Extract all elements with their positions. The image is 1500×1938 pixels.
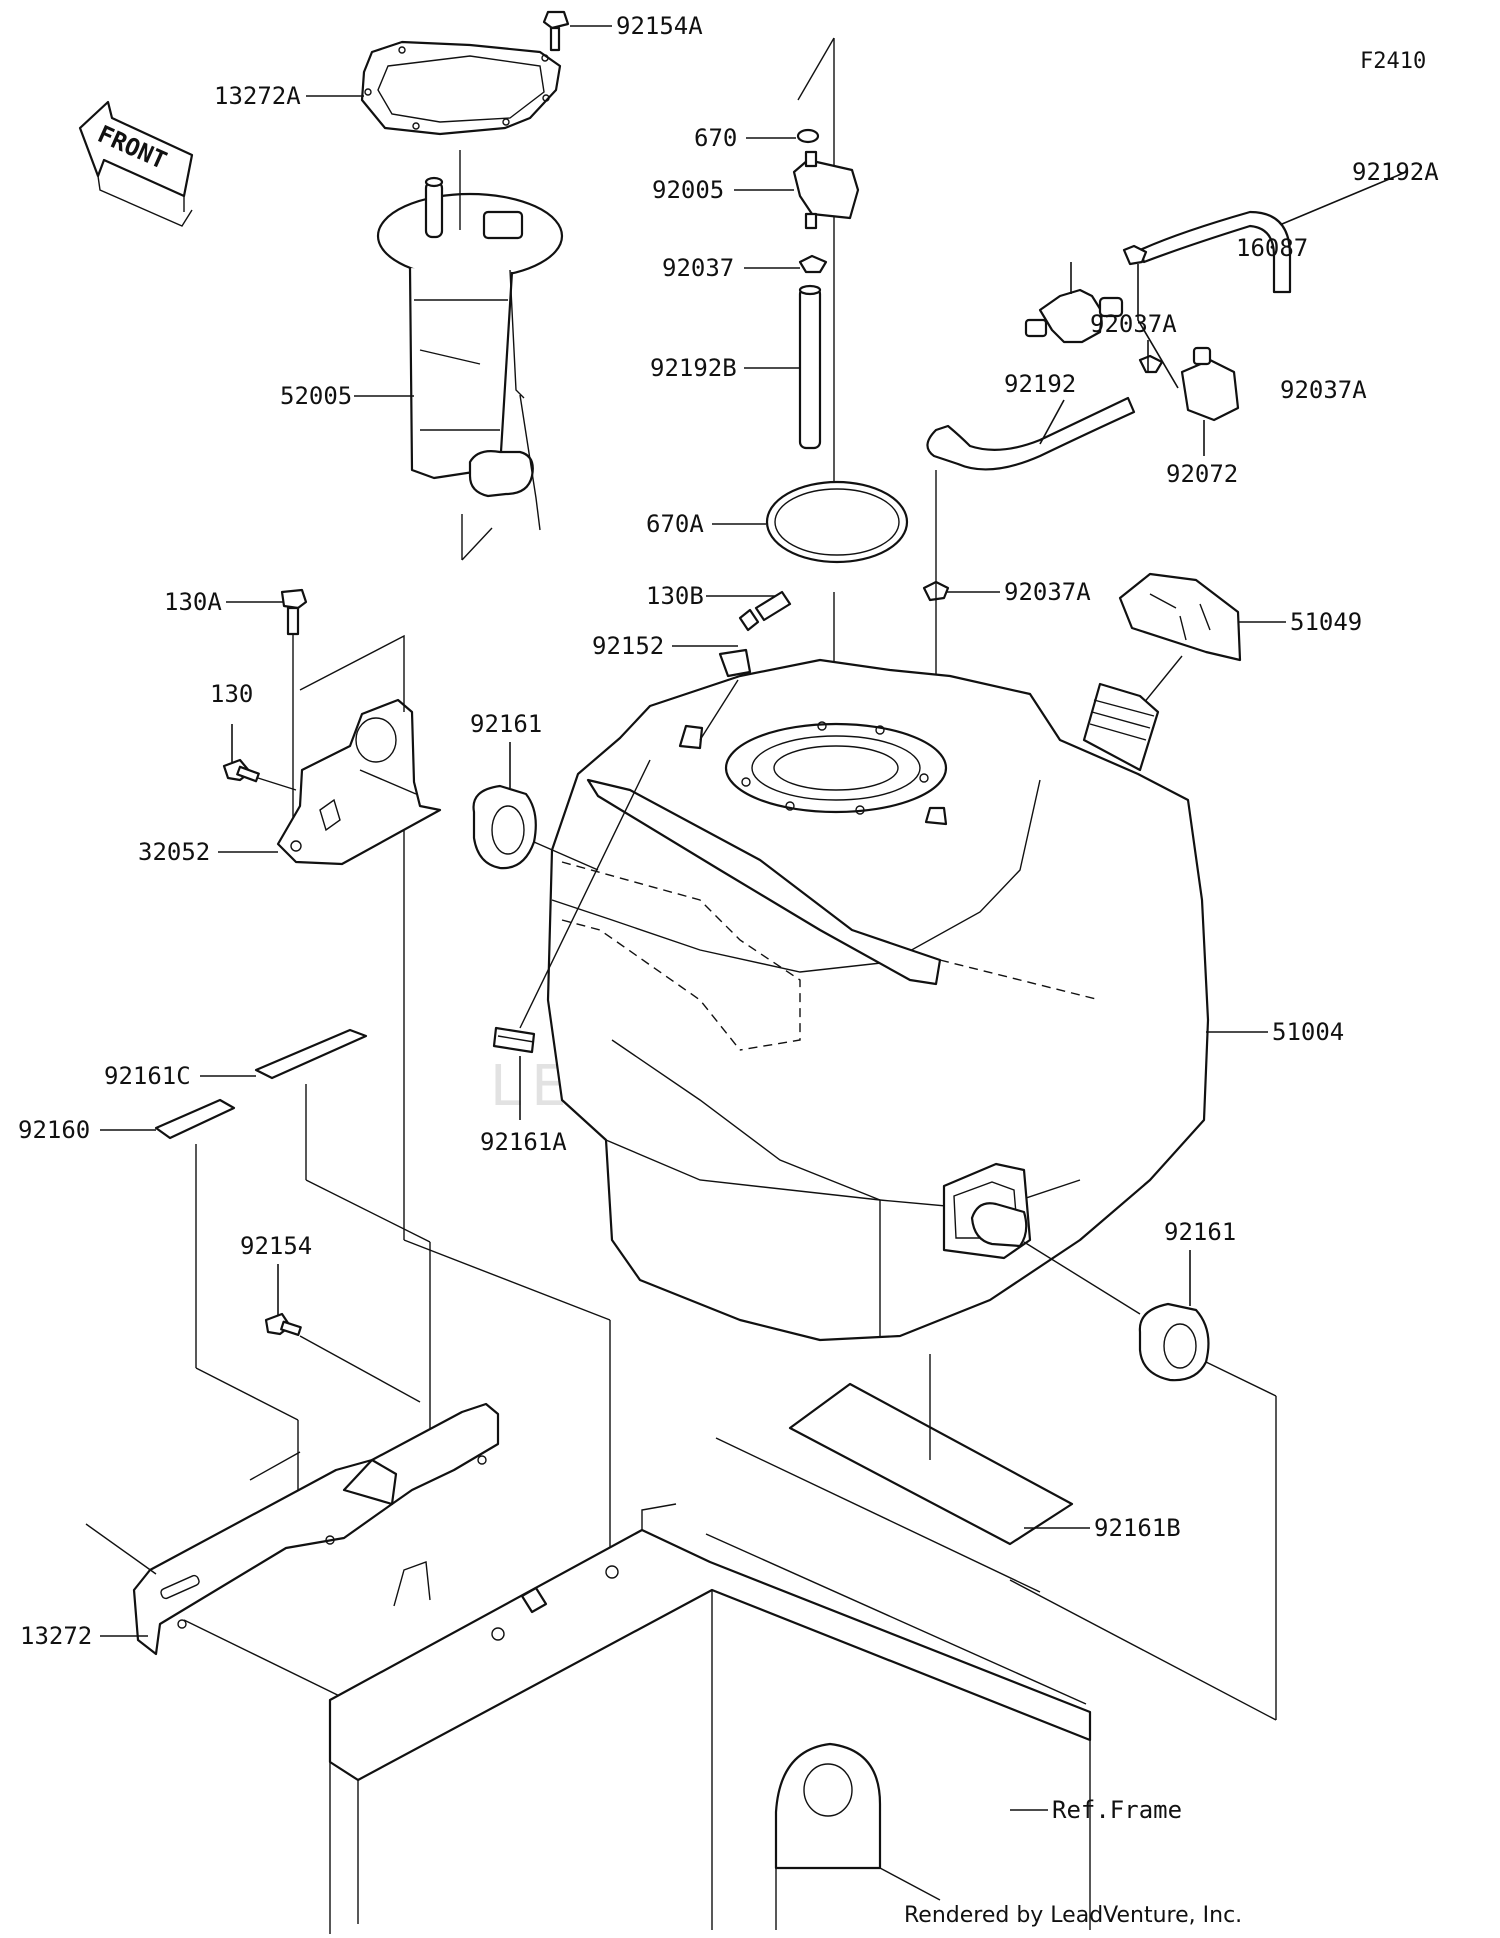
callout-92161A[interactable]: 92161A — [480, 1128, 567, 1156]
clip-92152 — [718, 648, 752, 678]
gasket-bolt — [542, 10, 570, 52]
callout-130A[interactable]: 130A — [164, 588, 222, 616]
valve-92005 — [792, 150, 860, 230]
joint-92072 — [1180, 346, 1240, 422]
callout-92037[interactable]: 92037 — [662, 254, 734, 282]
callout-92154[interactable]: 92154 — [240, 1232, 312, 1260]
o-ring-670A — [765, 480, 909, 564]
callout-52005[interactable]: 52005 — [280, 382, 352, 410]
fuel-pump-assembly — [376, 150, 564, 561]
callout-ref-frame[interactable]: Ref.Frame — [1052, 1796, 1182, 1824]
pad-92160 — [154, 1098, 236, 1140]
clamp-92037 — [798, 254, 828, 274]
callout-92160[interactable]: 92160 — [18, 1116, 90, 1144]
bolt-92154 — [264, 1312, 302, 1336]
pad-92161C — [254, 1028, 368, 1080]
bracket-32052 — [276, 698, 442, 866]
callout-92161C[interactable]: 92161C — [104, 1062, 191, 1090]
pad-92161A — [492, 1026, 536, 1054]
valve-16087 — [1024, 288, 1124, 344]
frame-ref — [328, 1503, 1092, 1934]
callout-670A[interactable]: 670A — [646, 510, 704, 538]
callout-92152[interactable]: 92152 — [592, 632, 664, 660]
callout-92192[interactable]: 92192 — [1004, 370, 1076, 398]
bolt-130B — [738, 590, 792, 632]
callout-51049[interactable]: 51049 — [1290, 608, 1362, 636]
callout-130[interactable]: 130 — [210, 680, 253, 708]
callout-92192A[interactable]: 92192A — [1352, 158, 1439, 186]
callout-92037A-right[interactable]: 92037A — [1280, 376, 1367, 404]
clamp-92037A-left — [1138, 354, 1164, 374]
callout-92154A[interactable]: 92154A — [616, 12, 703, 40]
callout-16087[interactable]: 16087 — [1236, 234, 1308, 262]
fuel-tank-51004 — [546, 658, 1210, 1342]
callout-92072[interactable]: 92072 — [1166, 460, 1238, 488]
callout-92161-lower[interactable]: 92161 — [1164, 1218, 1236, 1246]
callout-13272[interactable]: 13272 — [20, 1622, 92, 1650]
callout-92161-upper[interactable]: 92161 — [470, 710, 542, 738]
hose-92192 — [926, 396, 1136, 471]
callout-92192B[interactable]: 92192B — [650, 354, 737, 382]
front-arrow-icon: FRONT — [78, 100, 194, 227]
fuel-pump-gasket — [360, 40, 562, 136]
callout-130B[interactable]: 130B — [646, 582, 704, 610]
o-ring-670 — [796, 128, 820, 144]
grommet-92161-upper — [472, 784, 537, 870]
callout-92161B[interactable]: 92161B — [1094, 1514, 1181, 1542]
bracket-13272 — [132, 1402, 500, 1656]
callout-92037A-lower[interactable]: 92037A — [1004, 578, 1091, 606]
callout-32052[interactable]: 32052 — [138, 838, 210, 866]
hose-92192B — [798, 284, 822, 450]
credit-text: Rendered by LeadVenture, Inc. — [904, 1903, 1242, 1928]
bolt-130A — [280, 588, 308, 636]
bolt-130 — [222, 758, 260, 783]
callout-13272A[interactable]: 13272A — [214, 82, 301, 110]
pad-92161B — [788, 1382, 1074, 1546]
callout-670[interactable]: 670 — [694, 124, 737, 152]
figure-code: F2410 — [1360, 49, 1426, 74]
callout-92005[interactable]: 92005 — [652, 176, 724, 204]
grommet-92161-lower — [1138, 1302, 1210, 1382]
callout-92037A-left[interactable]: 92037A — [1090, 310, 1177, 338]
tank-cap-51049 — [1118, 572, 1242, 662]
callout-51004[interactable]: 51004 — [1272, 1018, 1344, 1046]
clamp-92037A-upper — [1122, 244, 1148, 266]
